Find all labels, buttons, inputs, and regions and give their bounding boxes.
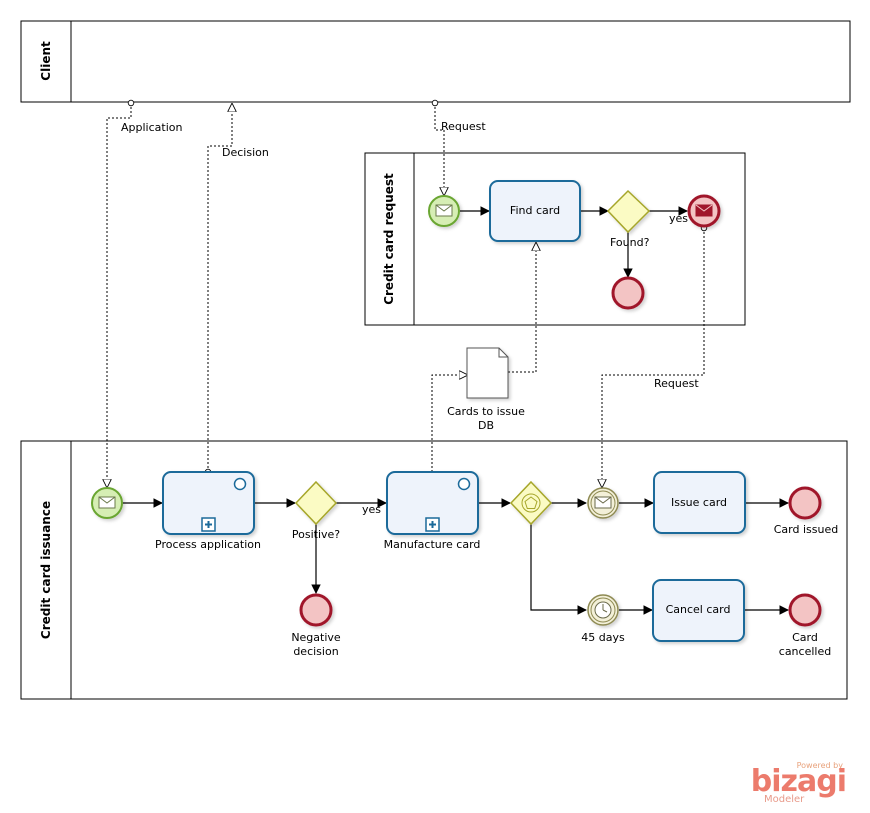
data-object-db-label-1: Cards to issue xyxy=(447,405,525,418)
association-db-to-find-card xyxy=(508,243,536,373)
task-cancel-card[interactable]: Cancel card xyxy=(652,579,745,642)
message-flow-request-top xyxy=(435,103,444,195)
label-decision: Decision xyxy=(222,146,269,159)
message-flows xyxy=(107,103,704,487)
data-object-db-label-2: DB xyxy=(478,419,494,432)
watermark-powered: Powered by xyxy=(797,761,844,770)
task-issue-card-label: Issue card xyxy=(671,496,727,509)
task-find-card-label: Find card xyxy=(510,204,560,217)
end-event-card-cancelled-label-1: Card xyxy=(792,631,818,644)
end-event-card-cancelled-label-2: cancelled xyxy=(779,645,831,658)
expand-icon xyxy=(201,517,216,532)
envelope-icon xyxy=(98,496,116,509)
gateway-found[interactable] xyxy=(606,189,651,234)
end-event-negative-label-1: Negative xyxy=(291,631,341,644)
gateway-positive[interactable] xyxy=(294,480,338,526)
label-application: Application xyxy=(121,121,182,134)
end-event-card-issued-label: Card issued xyxy=(774,523,838,536)
end-event-request-not-found[interactable] xyxy=(611,276,645,310)
boundary-event-icon xyxy=(233,477,247,491)
label-request-mid: Request xyxy=(654,377,699,390)
end-event-card-cancelled[interactable] xyxy=(788,593,822,627)
clock-icon xyxy=(594,601,612,619)
boundary-event-icon xyxy=(457,477,471,491)
subprocess-process-application-label: Process application xyxy=(155,538,261,551)
subprocess-manufacture-card-label: Manufacture card xyxy=(384,538,481,551)
event-gateway-icon xyxy=(521,493,541,513)
bizagi-watermark: Powered by bizagi Modeler xyxy=(751,761,847,805)
task-find-card[interactable]: Find card xyxy=(489,180,581,242)
data-object-db[interactable] xyxy=(466,347,509,399)
label-yes-positive: yes xyxy=(362,503,381,516)
sequence-flows xyxy=(123,206,789,615)
message-flow-decision xyxy=(208,104,232,472)
envelope-icon xyxy=(435,204,453,217)
pool-client-title: Client xyxy=(39,41,53,81)
subprocess-manufacture-card[interactable] xyxy=(386,471,479,535)
envelope-filled-icon xyxy=(695,204,713,217)
association-manufacture-to-db xyxy=(431,375,467,472)
label-yes-found: yes xyxy=(669,212,688,225)
watermark-brand: bizagi xyxy=(751,764,846,799)
gateway-positive-label: Positive? xyxy=(292,528,340,541)
flow-event-gw-to-timer xyxy=(530,524,587,615)
pool-request-title: Credit card request xyxy=(382,173,396,305)
pentagon-icon xyxy=(524,496,538,509)
end-event-negative-decision[interactable] xyxy=(299,593,333,627)
subprocess-process-application[interactable] xyxy=(162,471,255,535)
data-associations xyxy=(431,243,536,472)
message-flow-request-mid xyxy=(602,228,704,487)
end-event-card-issued[interactable] xyxy=(788,486,822,520)
task-cancel-card-label: Cancel card xyxy=(666,603,731,616)
gateway-event-based[interactable] xyxy=(509,480,553,526)
expand-icon xyxy=(425,517,440,532)
task-issue-card[interactable]: Issue card xyxy=(653,471,746,534)
pool-client: Client xyxy=(20,20,851,103)
label-request-top: Request xyxy=(441,120,486,133)
pool-issuance-title: Credit card issuance xyxy=(39,501,53,639)
watermark-product: Modeler xyxy=(764,794,805,805)
timer-label: 45 days xyxy=(581,631,625,644)
gateway-found-label: Found? xyxy=(610,236,650,249)
message-flow-application xyxy=(107,103,131,487)
end-event-negative-label-2: decision xyxy=(293,645,338,658)
envelope-icon xyxy=(594,496,612,509)
